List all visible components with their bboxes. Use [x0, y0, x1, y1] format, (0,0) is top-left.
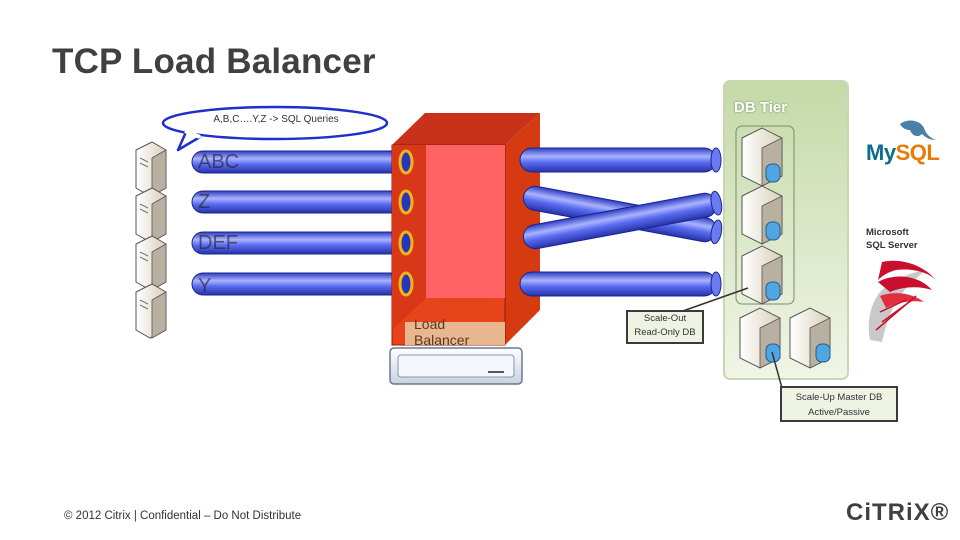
- scale-up-callout: Scale-Up Master DB Active/Passive: [780, 386, 898, 422]
- tube-label-y: Y: [198, 275, 212, 297]
- db-server-readonly-1: [741, 127, 783, 187]
- mysql-logo-sql: SQL: [895, 140, 940, 165]
- right-tubes: [519, 147, 723, 297]
- client-server-3: [135, 235, 167, 291]
- tube-right-cross-up: [522, 190, 723, 250]
- scale-up-line1: Scale-Up Master DB: [795, 392, 883, 403]
- tube-label-def: DEF: [198, 232, 238, 254]
- port-ring-1: [398, 149, 414, 175]
- mysql-dolphin-icon: [900, 120, 936, 140]
- load-balancer-label-line1: Load: [414, 316, 446, 332]
- port-ring-4: [398, 271, 414, 297]
- db-server-readonly-2: [741, 185, 783, 245]
- scale-up-connector: [771, 351, 783, 389]
- port-ring-3: [398, 230, 414, 256]
- citrix-logo: CiTRiX®: [846, 499, 950, 526]
- scale-up-line2: Active/Passive: [808, 407, 870, 418]
- footer-copyright: © 2012 Citrix | Confidential – Do Not Di…: [64, 510, 302, 522]
- page-title: TCP Load Balancer: [52, 42, 376, 81]
- query-speech-bubble: [161, 105, 389, 152]
- tube-label-abc: ABC: [198, 151, 240, 173]
- tube-z: [191, 190, 405, 214]
- port-ring-2: [398, 189, 414, 215]
- tube-label-z: Z: [198, 191, 211, 213]
- tube-y: [191, 272, 405, 296]
- load-balancer-appliance: [389, 347, 523, 385]
- left-tubes: [191, 150, 405, 296]
- mssql-label: Microsoft SQL Server: [866, 226, 918, 252]
- db-server-master-passive: [789, 307, 831, 369]
- load-balancer-box: [391, 113, 540, 346]
- client-server-4: [135, 283, 167, 339]
- scale-out-connector: [679, 287, 749, 313]
- lb-ports: [398, 149, 414, 297]
- tube-right-bottom: [519, 271, 722, 297]
- db-server-readonly-3: [741, 245, 783, 305]
- mysql-logo-my: My: [866, 140, 896, 165]
- bubble-text: A,B,C….Y,Z -> SQL Queries: [213, 114, 339, 125]
- mysql-logo: MySQL: [866, 140, 940, 166]
- mssql-logo-icon: [868, 260, 936, 342]
- scale-out-line2: Read-Only DB: [634, 327, 696, 338]
- db-server-master-active: [739, 307, 781, 369]
- mssql-line1: Microsoft: [866, 227, 909, 238]
- tube-right-top: [519, 147, 722, 173]
- mssql-line2: SQL Server: [866, 240, 918, 251]
- read-only-group: [735, 125, 795, 305]
- load-balancer-label-line2: Balancer: [414, 332, 470, 348]
- scale-out-callout: Scale-Out Read-Only DB: [626, 310, 704, 344]
- client-server-1: [135, 141, 167, 197]
- client-server-2: [135, 187, 167, 243]
- scale-out-line1: Scale-Out: [643, 313, 687, 324]
- db-tier-label: DB Tier: [734, 99, 788, 116]
